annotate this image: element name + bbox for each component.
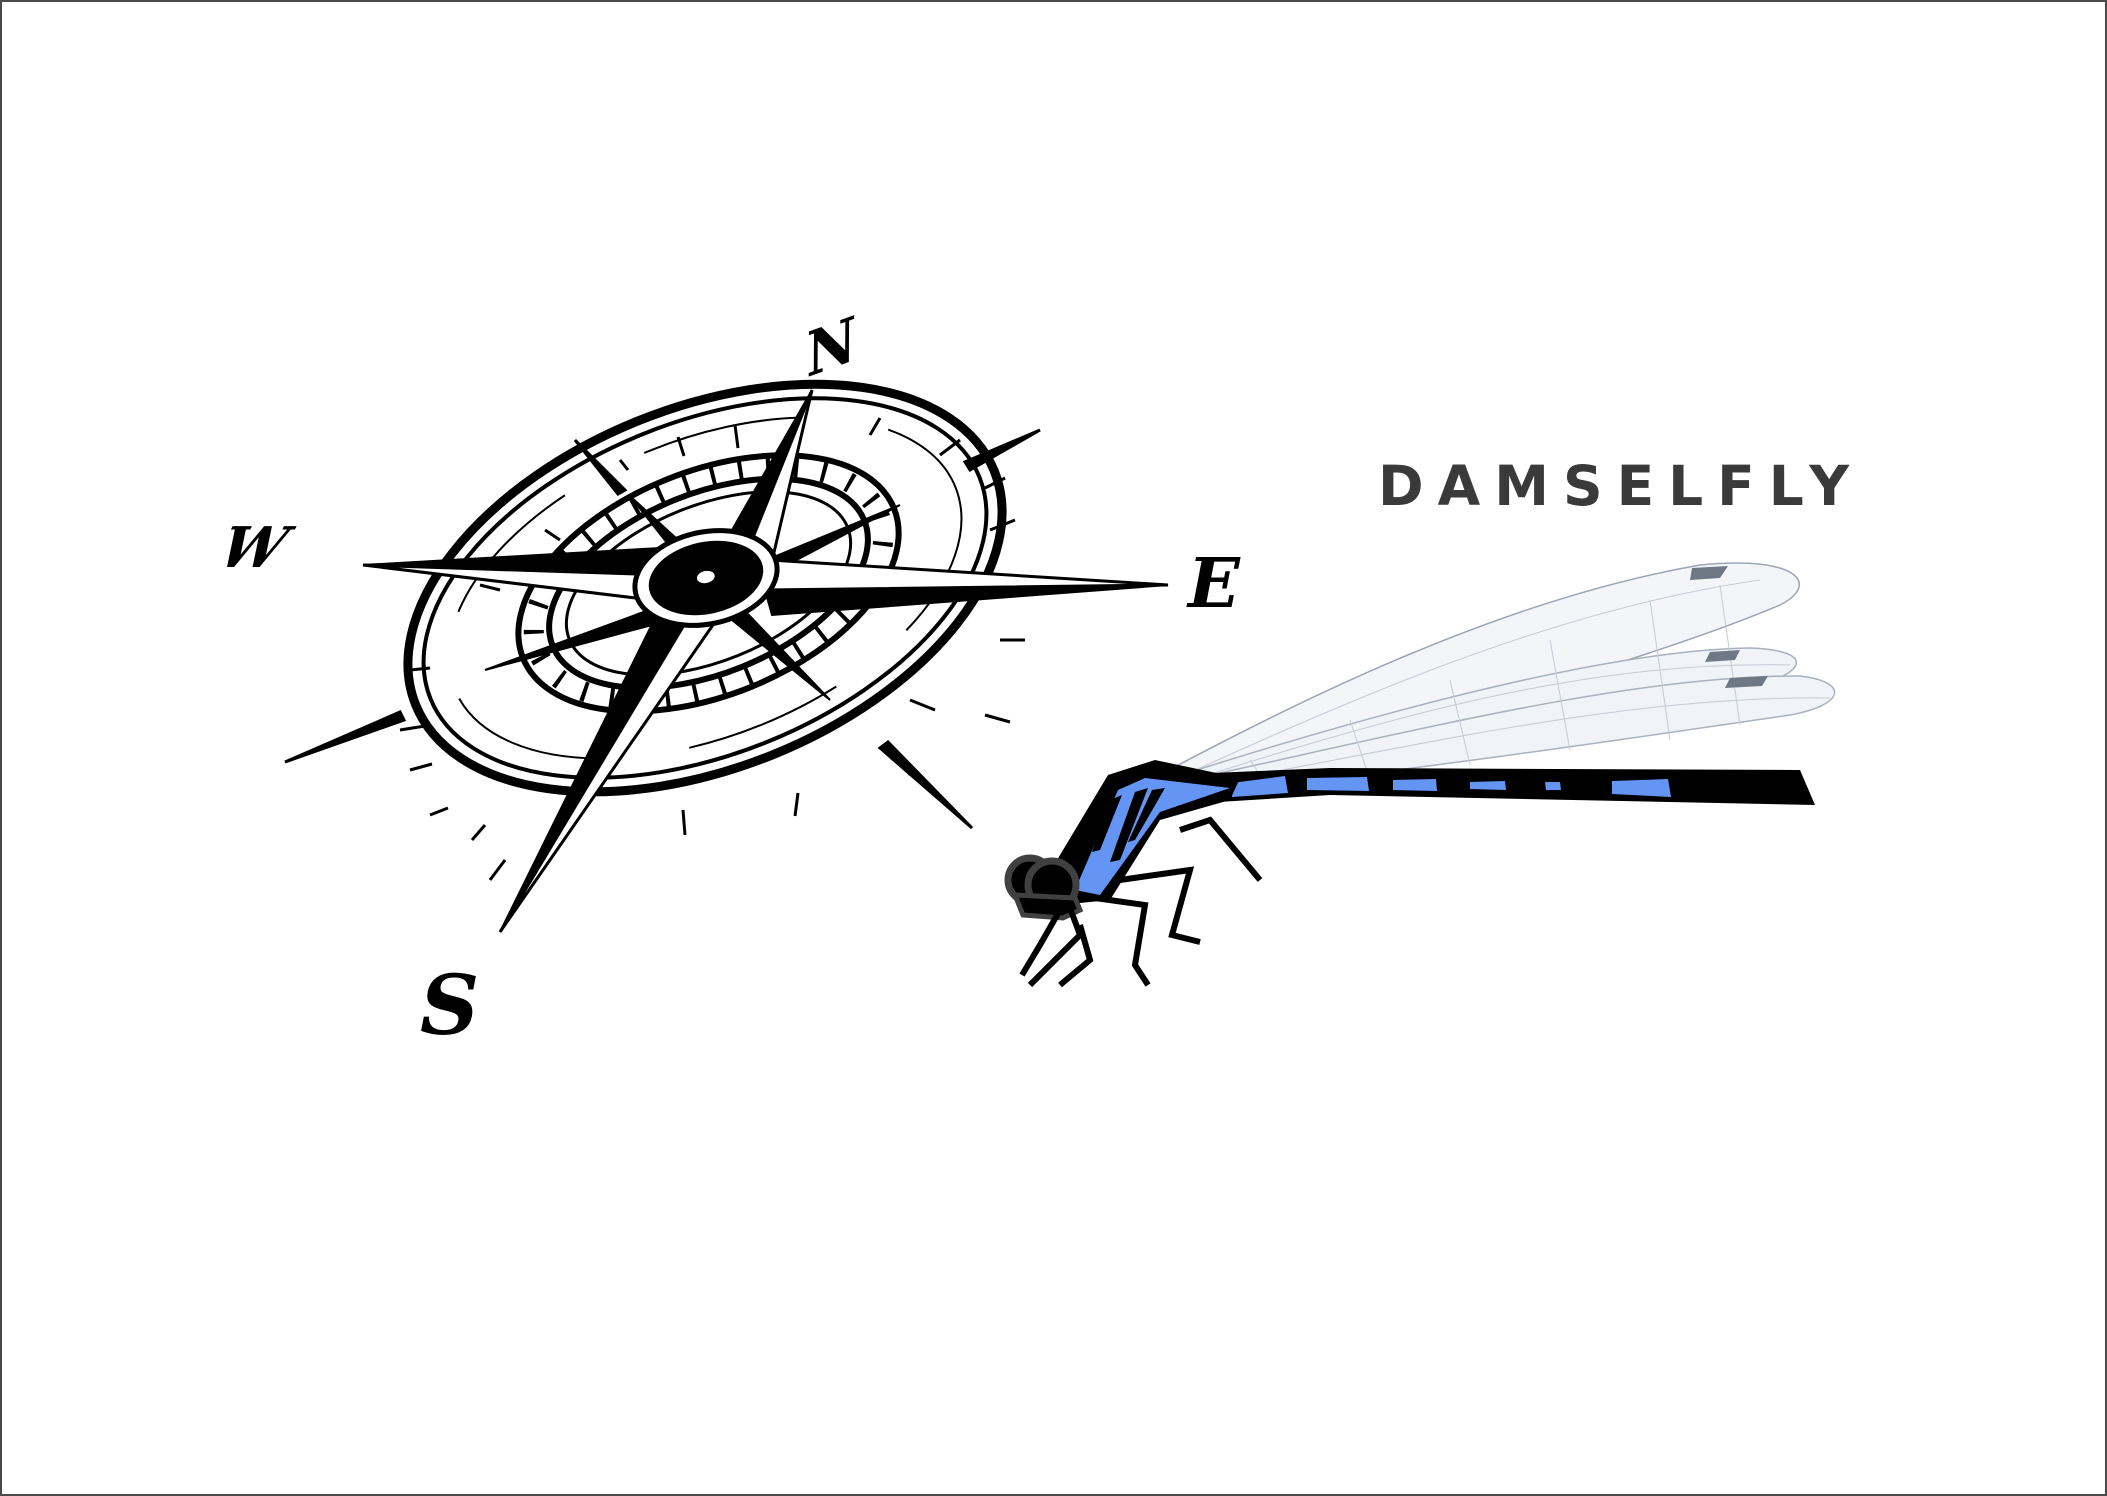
compass-label-north: N [800,303,863,391]
compass-label-south: S [420,958,480,1054]
compass-label-east: E [1188,544,1240,624]
compass-rose-icon [284,379,1169,933]
brand-wordmark: damselfly [1378,434,1864,524]
damselfly-icon [1004,562,1836,988]
